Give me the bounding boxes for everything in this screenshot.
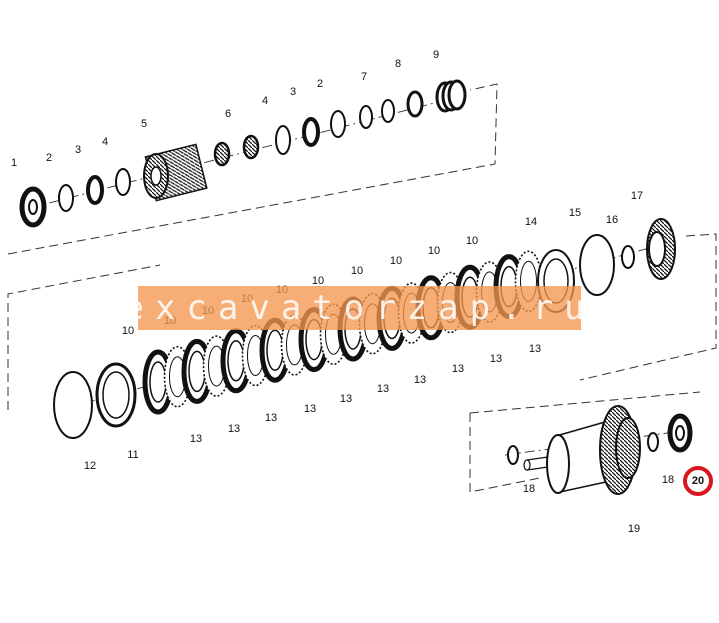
callout-4: 4 [102,136,108,148]
callout-18: 18 [523,483,535,495]
part-3-snap-ring [86,175,104,205]
highlight-circle-20 [683,466,713,496]
callout-18: 18 [662,474,674,486]
callout-3: 3 [290,86,296,98]
part-2-washer [58,184,74,212]
callout-10: 10 [428,245,440,257]
callout-10: 10 [122,325,134,337]
part-20-bearing [667,413,693,453]
part-18-ring-left [507,445,519,465]
part-17-gear [646,218,676,280]
part-4-washer [115,168,131,196]
watermark-band: excavatorzap.ru [123,286,585,330]
callout-13: 13 [265,412,277,424]
callout-17: 17 [631,190,643,202]
top-group-parts [19,79,467,228]
callout-13: 13 [529,343,541,355]
callout-10: 10 [312,275,324,287]
callout-1: 1 [11,157,17,169]
callout-13: 13 [377,383,389,395]
callout-13: 13 [414,374,426,386]
callout-12: 12 [84,460,96,472]
callout-4: 4 [262,95,268,107]
part-15-seal-ring [579,234,615,296]
callout-13: 13 [340,393,352,405]
callout-13: 13 [304,403,316,415]
callout-19: 19 [628,523,640,535]
callout-3: 3 [75,144,81,156]
part-5-gear [143,143,208,202]
group-frames [7,83,717,493]
axis-output [504,429,691,456]
part-18-ring-right [647,432,659,452]
frame-output-top [469,391,701,414]
clutch-pack [142,250,543,415]
callout-13: 13 [190,433,202,445]
part-16-ring [621,245,635,269]
part-6-needle-bearings [213,134,260,167]
frame-clutch-right [579,233,717,381]
callout-13: 13 [490,353,502,365]
callout-11: 11 [127,449,138,461]
part-8-ring [406,90,424,118]
part-3-snap-ring-b [302,117,320,147]
frame-clutch-group [7,264,161,410]
callout-2: 2 [317,78,323,90]
callout-8: 8 [395,58,401,70]
callout-5: 5 [141,118,147,130]
part-19-drum [523,405,641,495]
part-7-rings [359,99,395,129]
callout-20: 20 [692,475,704,487]
callout-2: 2 [46,152,52,164]
callout-labels: 1234564327891010101010101010101011121313… [11,49,704,535]
callout-10: 10 [466,235,478,247]
part-11-plate [95,362,137,428]
callout-14: 14 [525,216,537,228]
part-2-washer-b [330,110,346,138]
frame-output-group [469,413,541,493]
callout-10: 10 [351,265,363,277]
callout-13: 13 [452,363,464,375]
callout-16: 16 [606,214,618,226]
part-1-bearing [19,186,47,228]
callout-10: 10 [390,255,402,267]
output-group-parts [507,405,693,495]
callout-6: 6 [225,108,231,120]
part-9-spring [435,79,467,113]
callout-7: 7 [361,71,367,83]
part-4-washer-b [275,125,291,155]
callout-15: 15 [569,207,581,219]
callout-13: 13 [228,423,240,435]
watermark-text: excavatorzap.ru [123,288,596,328]
friction-plate [181,338,213,404]
callout-9: 9 [433,49,439,61]
frame-top-group [7,83,498,255]
part-12-snap-ring [53,371,93,439]
